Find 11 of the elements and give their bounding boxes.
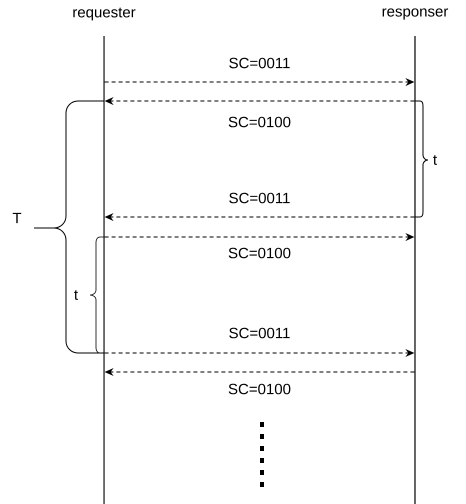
edge-label: SC=0100 — [228, 116, 290, 128]
edge-label: SC=0011 — [229, 58, 290, 68]
edge-label: SC=0011 — [229, 328, 290, 338]
brace-label: T — [12, 212, 22, 224]
edge-label: SC=0100 — [228, 248, 290, 258]
lifeline-header: requester — [73, 8, 136, 20]
edge-label: SC=0100 — [228, 384, 290, 394]
brace-label: t — [74, 290, 78, 300]
brace-label: t — [433, 155, 437, 165]
edge-label: SC=0011 — [229, 192, 290, 204]
lifeline-header: responser — [382, 8, 448, 20]
